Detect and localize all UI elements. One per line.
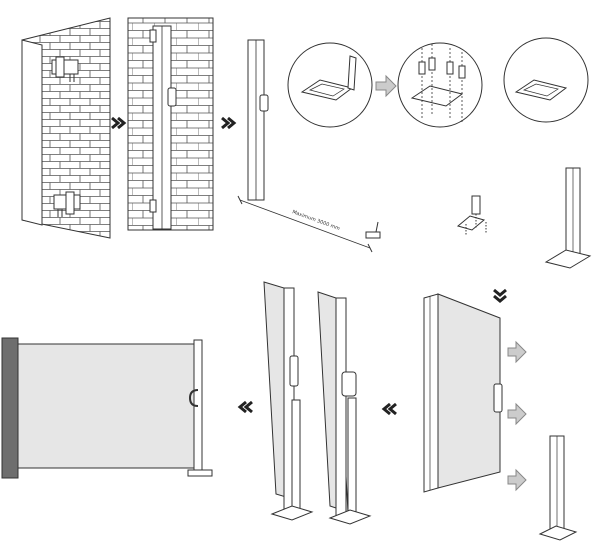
top-bracket-icon (51, 56, 79, 82)
end-post-with-base (538, 435, 578, 541)
post-assembly-b (317, 291, 372, 525)
detail-circle-mounted-base (503, 37, 589, 123)
handle-icon (493, 383, 503, 413)
bottom-bracket-icon (53, 191, 81, 217)
block-arrow-icon (375, 74, 397, 98)
handle-icon (341, 371, 357, 397)
step-arrow-icon (237, 400, 253, 414)
block-arrow-icon (507, 340, 527, 492)
step-arrow-icon (381, 402, 397, 416)
step-arrow-icon (111, 116, 127, 130)
dimension-line (239, 199, 371, 249)
handle-icon (259, 94, 269, 112)
end-post-icon (365, 221, 381, 239)
handle-icon (188, 389, 199, 407)
screen-fabric (17, 343, 197, 469)
post-with-base (544, 167, 592, 269)
handle-icon (289, 355, 299, 387)
dimension-label: Maximum 3000 mm (291, 209, 340, 232)
panel-extended-screen (1, 337, 213, 479)
post-assembly-a (263, 281, 314, 521)
panel-dimension: Maximum 3000 mm (237, 39, 381, 253)
double-chevron-down-icon (493, 288, 507, 303)
panel-wall-brackets (21, 17, 111, 239)
cassette-end (1, 337, 19, 479)
drill-detail (456, 195, 487, 236)
step-arrow-icon (221, 116, 237, 130)
handle-icon (167, 87, 177, 107)
panel-screen-insert (423, 293, 578, 541)
detail-circle-post-base (287, 42, 373, 128)
wall-side-face (21, 39, 43, 226)
detail-circle-screws (397, 42, 483, 128)
panel-mounted-cassette (127, 17, 214, 231)
post-foot (187, 469, 213, 477)
